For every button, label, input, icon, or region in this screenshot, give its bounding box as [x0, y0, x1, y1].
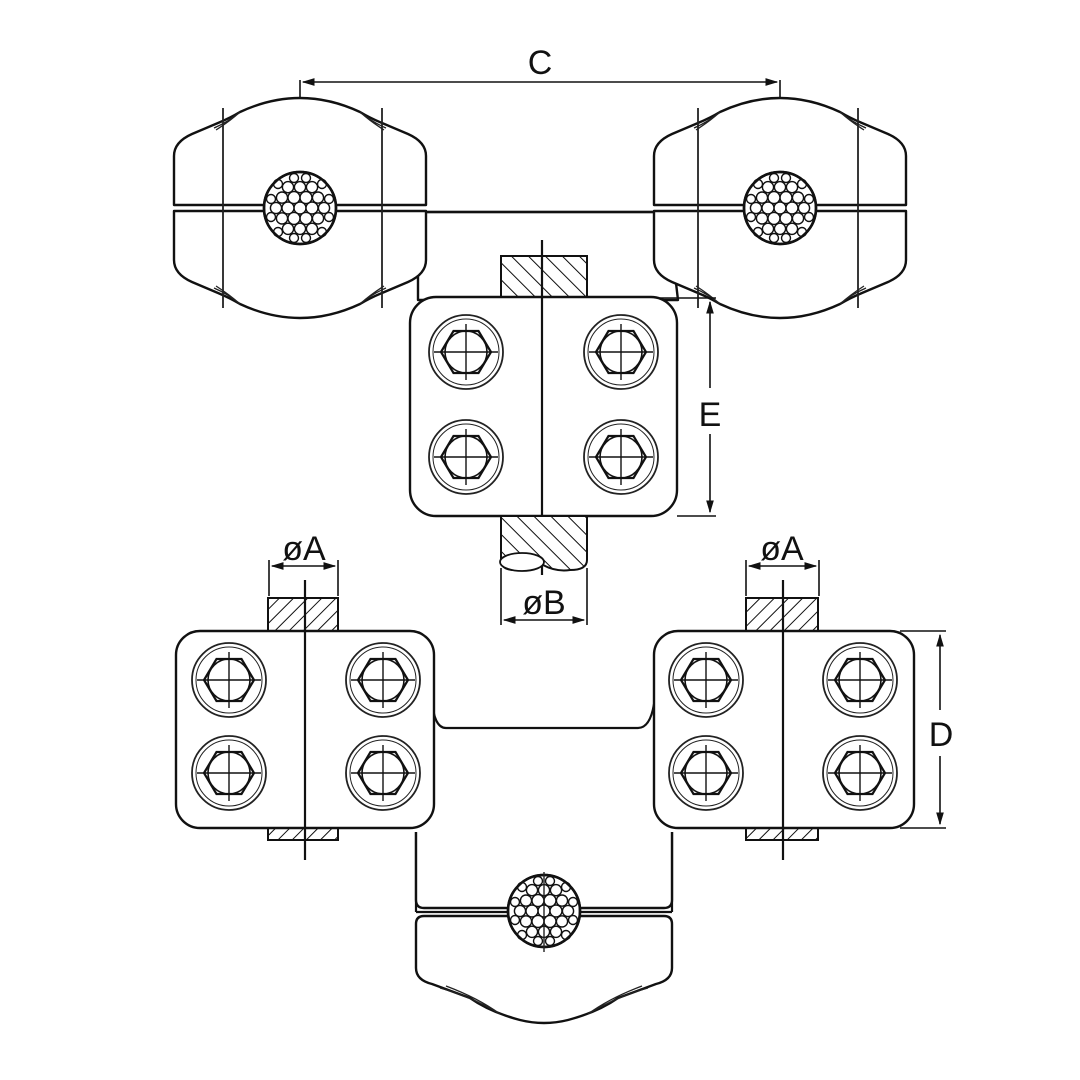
- bolt-icon: [344, 734, 422, 812]
- left-bolt-plate: [174, 580, 436, 860]
- bolt-icon: [344, 641, 422, 719]
- upper-left-clamp: [172, 96, 428, 320]
- bolt-icon: [190, 734, 268, 812]
- bolt-icon: [582, 313, 660, 391]
- dimension-d: D: [900, 630, 958, 829]
- bolt-icon: [667, 734, 745, 812]
- dimension-b-label: øB: [522, 584, 565, 622]
- bolt-icon: [582, 418, 660, 496]
- bolt-icon: [667, 641, 745, 719]
- dimension-e-label: E: [699, 396, 722, 434]
- bolt-icon: [427, 418, 505, 496]
- dimension-a-left-label: øA: [282, 530, 326, 568]
- lower-connecting-bar: [430, 699, 656, 830]
- central-rod-top: [500, 255, 588, 299]
- dimension-a-right: øA: [745, 530, 820, 596]
- dimension-e: E: [660, 297, 728, 517]
- bolt-icon: [821, 734, 899, 812]
- dimension-d-label: D: [929, 716, 954, 754]
- bottom-clamp: [414, 832, 674, 1025]
- dimension-a-left: øA: [268, 530, 339, 596]
- dimension-a-right-label: øA: [760, 530, 804, 568]
- cable-cross-section-icon: [742, 170, 818, 246]
- bolt-icon: [427, 313, 505, 391]
- bolt-icon: [821, 641, 899, 719]
- bolt-icon: [190, 641, 268, 719]
- upper-right-clamp: [652, 96, 908, 320]
- cable-cross-section-icon: [262, 170, 338, 246]
- dimension-b: øB: [500, 568, 588, 625]
- central-rod-bottom: [499, 515, 588, 572]
- right-bolt-plate: [652, 580, 916, 860]
- dimension-c-label: C: [528, 44, 553, 82]
